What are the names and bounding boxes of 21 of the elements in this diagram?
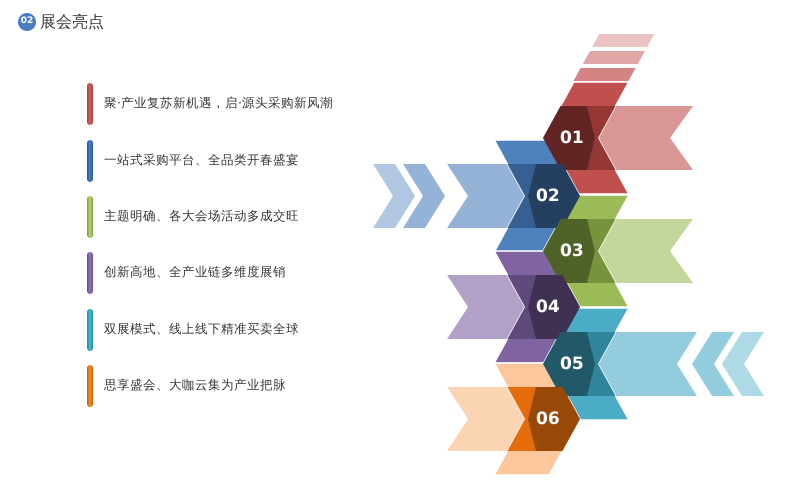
highlight-text: 创新高地、全产业链多维度展销: [104, 266, 286, 278]
number-diamond: [528, 387, 580, 451]
number-diamond: [528, 275, 580, 339]
highlight-text: 聚·产业复苏新机遇，启·源头采购新风潮: [104, 97, 333, 110]
step-number: 01: [560, 130, 584, 147]
title: 展会亮点: [40, 12, 104, 32]
highlight-text: 双展模式、线上线下精准买卖全球: [104, 323, 299, 336]
number-badge: [18, 13, 36, 31]
number-diamond: [543, 219, 595, 283]
step-number: 04: [536, 299, 560, 316]
number-diamond: [528, 164, 580, 228]
number-diamond: [543, 332, 595, 396]
highlight-text: 一站式采购平台、全品类开春盛宴: [104, 154, 299, 166]
number-diamond: [543, 106, 595, 170]
badge-number: 02: [20, 17, 34, 26]
step-number: 02: [536, 188, 560, 205]
highlight-text: 主题明确、各大会场活动多成交旺: [104, 210, 299, 222]
step-number: 05: [560, 356, 584, 373]
step-number: 06: [536, 411, 560, 428]
highlight-text: 思享盛会、大咖云集为产业把脉: [104, 379, 286, 392]
step-number: 03: [560, 243, 584, 260]
